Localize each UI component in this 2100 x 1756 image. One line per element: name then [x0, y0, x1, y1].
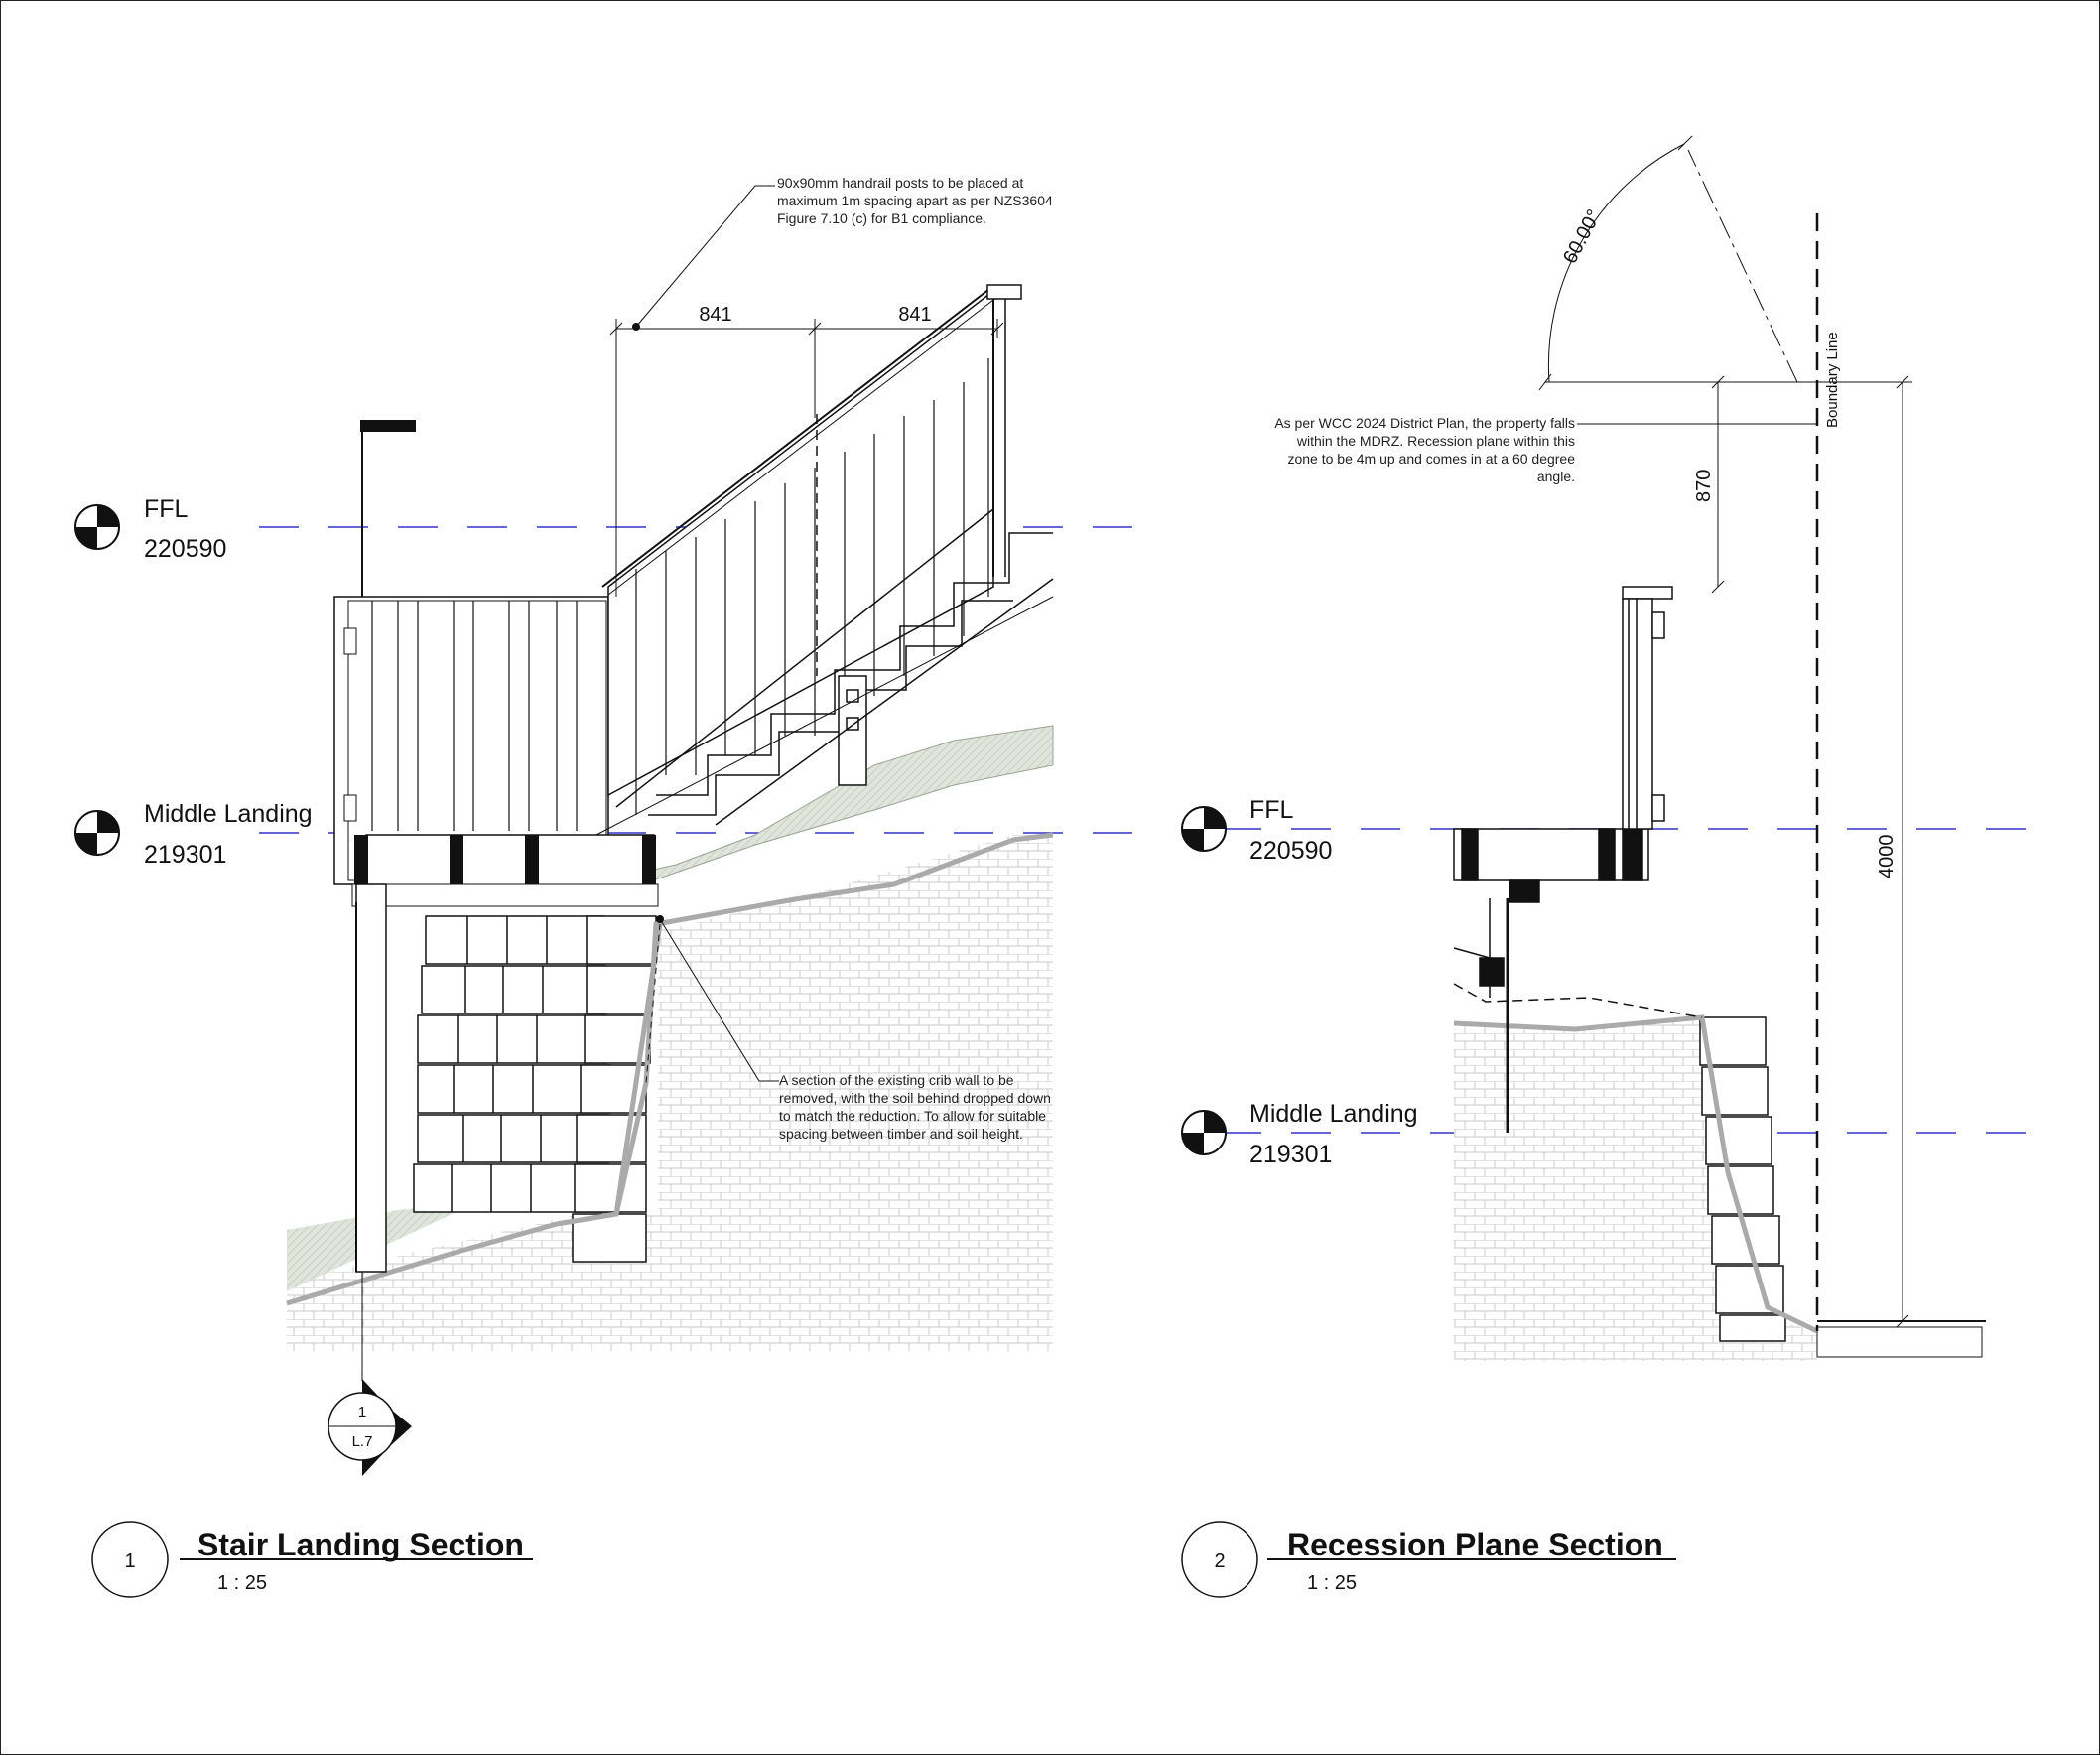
soil-profile-line	[286, 832, 1054, 1306]
plan-note-line-1: As per WCC 2024 District Plan, the prope…	[1274, 415, 1575, 431]
middle-landing-label-2: Middle Landing	[1249, 1100, 1418, 1128]
plan-note-line-2: within the MDRZ. Recession plane within …	[1296, 433, 1575, 449]
ffl-level-marker-2: FFL 220590	[1181, 796, 1332, 865]
cribwall-note-line-2: removed, with the soil behind dropped do…	[779, 1090, 1051, 1106]
handrail-note-line-2: maximum 1m spacing apart as per NZS3604	[777, 193, 1053, 208]
landing-deck	[333, 420, 659, 1273]
middle-landing-value-2: 219301	[1249, 1141, 1332, 1168]
stair-landing-scale: 1 : 25	[217, 1572, 267, 1594]
dim-4000: 4000	[1876, 835, 1898, 879]
ffl-value: 220590	[144, 535, 226, 563]
upper-ground-hatch	[658, 929, 676, 1262]
recession-plane-title: Recession Plane Section	[1287, 1527, 1663, 1562]
dimension-870: 870	[1693, 375, 1725, 594]
stair-landing-title: Stair Landing Section	[197, 1527, 524, 1562]
stair	[595, 284, 1054, 836]
recession-plane-title-block: 2 Recession Plane Section 1 : 25	[1181, 1521, 1676, 1598]
section-callout[interactable]: 1 L.7	[328, 1272, 412, 1476]
dimension-841: 841 841	[609, 304, 1004, 597]
title-number-2: 2	[1214, 1551, 1225, 1572]
recession-plane-scale: 1 : 25	[1307, 1572, 1357, 1594]
boundary-label: Boundary Line	[1824, 332, 1841, 428]
callout-sheet: L.7	[352, 1433, 373, 1450]
middle-landing-label: Middle Landing	[144, 800, 313, 828]
callout-number: 1	[358, 1404, 366, 1420]
stair-landing-title-block: 1 Stair Landing Section 1 : 25	[91, 1521, 533, 1598]
ffl-label-2: FFL	[1249, 796, 1294, 824]
handrail-note-line-3: Figure 7.10 (c) for B1 compliance.	[777, 210, 986, 226]
middle-landing-level-marker: Middle Landing 219301	[74, 800, 313, 869]
cribwall-note-line-4: spacing between timber and soil height.	[779, 1126, 1023, 1142]
middle-landing-value: 219301	[144, 841, 226, 869]
grass-slope-upper	[586, 725, 1054, 885]
plan-note-line-3: zone to be 4m up and comes in at a 60 de…	[1287, 451, 1575, 467]
ffl-label: FFL	[144, 495, 189, 523]
ffl-value-2: 220590	[1249, 837, 1332, 865]
recession-plane: 60.00°	[1538, 135, 1912, 391]
district-plan-note: As per WCC 2024 District Plan, the prope…	[1274, 415, 1817, 484]
removed-soil-line	[613, 923, 663, 1215]
cribwall-note-line-1: A section of the existing crib wall to b…	[779, 1072, 1014, 1088]
cribwall-note-line-3: to match the reduction. To allow for sui…	[779, 1108, 1046, 1124]
handrail-note: 90x90mm handrail posts to be placed at m…	[632, 175, 1053, 331]
cribwall-note: A section of the existing crib wall to b…	[656, 915, 1051, 1142]
crib-wall-2	[1699, 1016, 1786, 1342]
handrail-note-line-1: 90x90mm handrail posts to be placed at	[777, 175, 1023, 191]
ground-grass-2	[1816, 1326, 1983, 1358]
title-number-1: 1	[124, 1551, 135, 1572]
recession-plane-section: FFL 220590 Middle Landing 219301	[1181, 135, 2035, 1598]
soil-profile-line-2	[1453, 1014, 1819, 1334]
dim-841-left: 841	[699, 304, 731, 326]
middle-landing-level-marker-2: Middle Landing 219301	[1181, 1100, 1418, 1168]
dimension-4000: 4000	[1876, 375, 1909, 1328]
stair-landing-section: FFL 220590 Middle Landing 219301	[74, 175, 1152, 1598]
plan-note-line-4: angle.	[1537, 469, 1575, 484]
dim-870: 870	[1693, 470, 1715, 502]
crib-wall-dashed	[645, 923, 661, 1084]
crib-wall	[413, 915, 657, 1263]
deck-section-2	[1453, 586, 1673, 1133]
angle-label: 60.00°	[1559, 206, 1606, 268]
dim-841-right: 841	[898, 304, 931, 326]
ffl-level-marker: FFL 220590	[74, 495, 226, 563]
